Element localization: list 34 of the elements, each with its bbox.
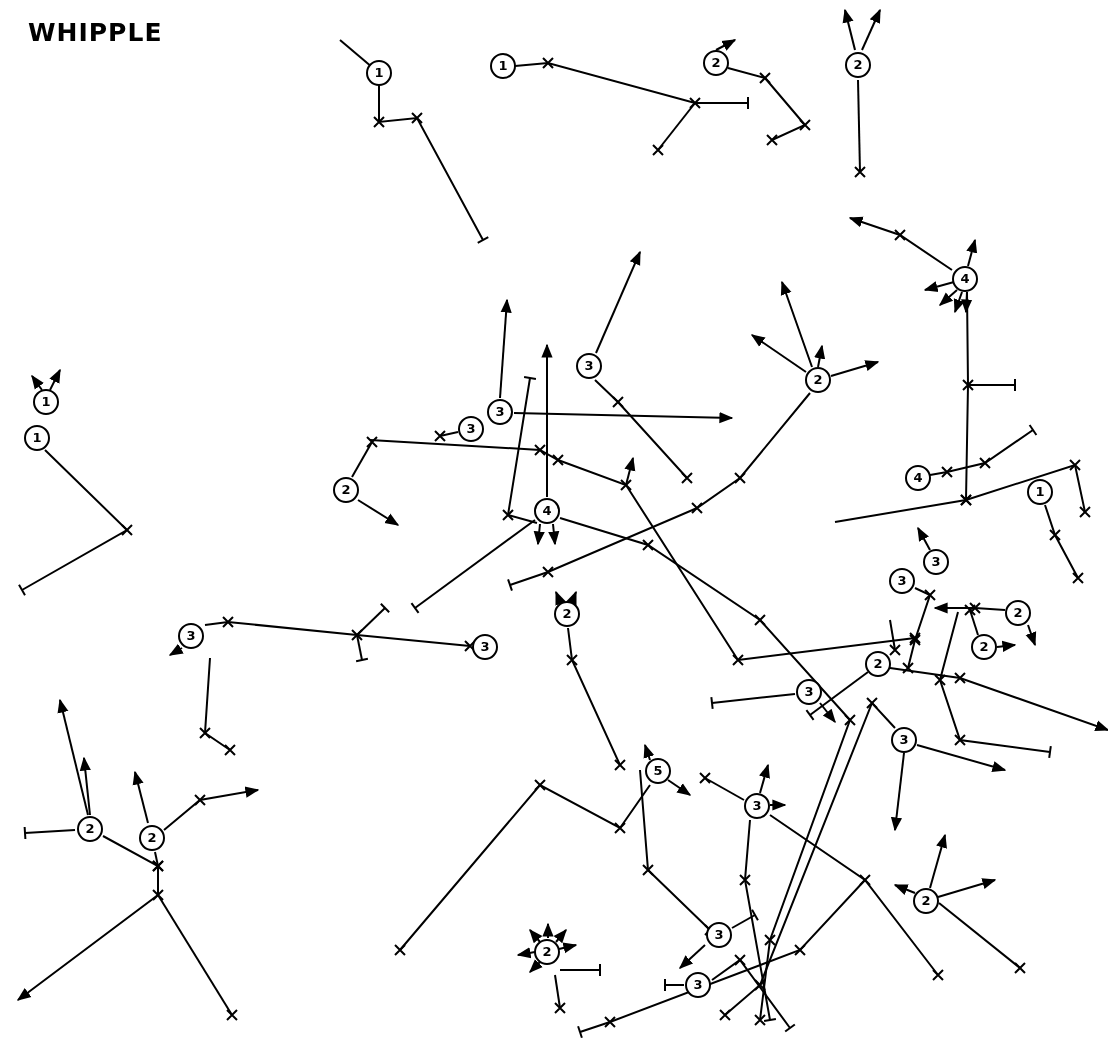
circled-number: 3 [889,568,915,594]
circled-number: 2 [805,367,831,393]
circled-number: 2 [845,52,871,78]
circled-number: 3 [891,727,917,753]
circled-number: 3 [923,549,949,575]
circled-number: 4 [534,498,560,524]
circled-number: 2 [1005,600,1031,626]
circled-number: 1 [1027,479,1053,505]
circled-number: 2 [554,601,580,627]
circled-number: 3 [796,679,822,705]
circled-number: 3 [576,353,602,379]
circled-number: 2 [333,477,359,503]
circled-number: 2 [865,651,891,677]
circled-number: 1 [490,53,516,79]
circled-number: 4 [952,266,978,292]
circled-number: 2 [971,634,997,660]
circled-number: 3 [458,416,484,442]
circled-number: 3 [744,793,770,819]
circled-number: 3 [472,634,498,660]
circled-number: 2 [913,888,939,914]
circled-number: 3 [706,922,732,948]
circled-number: 1 [366,60,392,86]
circled-number: 3 [178,623,204,649]
circled-number: 5 [645,758,671,784]
circled-number: 1 [24,425,50,451]
circled-number: 1 [33,389,59,415]
circled-number: 3 [487,399,513,425]
circled-number: 2 [534,939,560,965]
circled-number: 3 [685,972,711,998]
circled-number: 4 [905,465,931,491]
title: WHIPPLE [28,18,163,47]
circled-number: 2 [77,816,103,842]
circled-number: 2 [703,50,729,76]
circled-number: 2 [139,825,165,851]
